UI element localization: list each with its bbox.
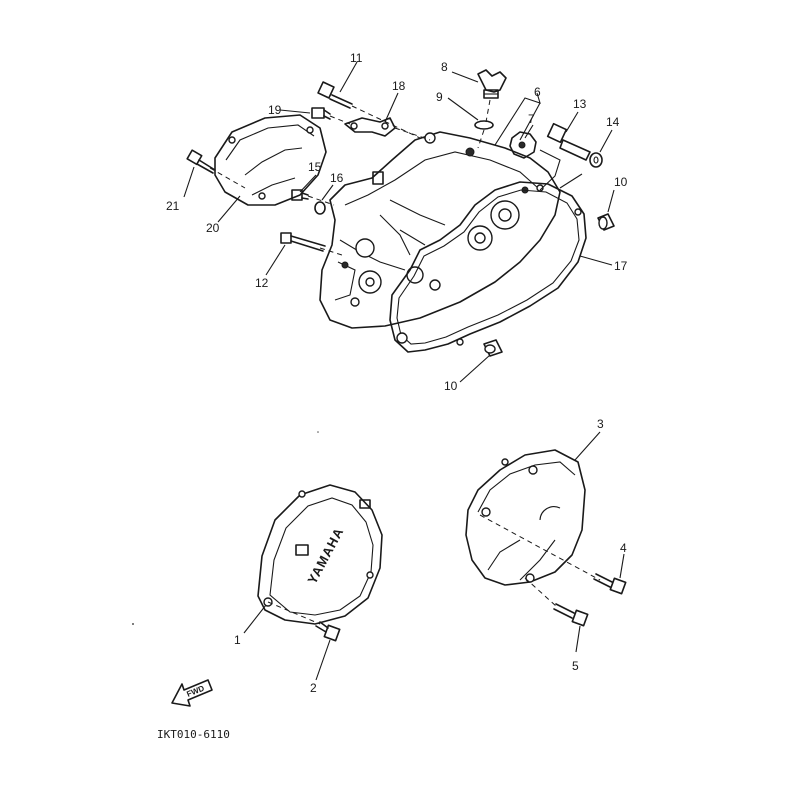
callout-3: 3 [597,417,604,431]
callout-10-lower: 10 [444,379,458,393]
callout-7: 7 [528,112,535,126]
crankcase-gasket [389,181,587,353]
callout-11: 11 [350,51,363,65]
oil-filler-plug-8 [477,69,507,99]
callout-15: 15 [308,160,322,174]
crankcase [319,131,561,329]
callout-17: 17 [614,259,628,273]
crankcase-cover-3 [465,449,586,586]
callout-16: 16 [330,171,344,185]
bolt-19 [311,107,331,120]
scan-speck [317,431,319,433]
dowel-pin-10-upper [597,213,615,231]
scan-speck [132,623,134,625]
callout-labels: 1 2 3 4 5 6 7 8 9 10 10 11 12 13 14 15 1… [166,51,628,695]
bolt-11 [317,81,353,109]
bolt-5 [553,603,589,627]
gear-7 [509,131,537,159]
bolt-21 [186,149,216,174]
callout-6: 6 [534,85,541,99]
bolt-12 [280,232,326,252]
callout-12: 12 [255,276,269,290]
forward-arrow-icon: FWD [171,679,213,707]
callout-13: 13 [573,97,587,111]
callout-14: 14 [606,115,620,129]
washer-14 [589,152,603,168]
small-cover [214,114,327,206]
callout-8: 8 [441,60,448,74]
leader-lines [183,61,625,681]
callout-5: 5 [572,659,579,673]
bolt-15 [291,189,309,201]
diagram-reference-code: IKT010-6110 [157,728,230,741]
dowel-pin-10-lower [483,339,503,357]
bolt-13 [546,122,591,161]
callout-9: 9 [436,90,443,104]
o-ring-9 [474,120,494,130]
alignment-lines [209,99,601,625]
callout-21: 21 [166,199,180,213]
callout-19: 19 [268,103,282,117]
callout-4: 4 [620,541,627,555]
generator-cover-1: YAMAHA [257,484,383,625]
callout-2: 2 [310,681,317,695]
bracket-18 [344,117,396,137]
bolt-4 [593,573,627,595]
washer-16 [314,201,326,215]
callout-18: 18 [392,79,406,93]
callout-20: 20 [206,221,220,235]
callout-10-upper: 10 [614,175,628,189]
callout-1: 1 [234,633,241,647]
bolt-2 [315,621,341,642]
cover-brand-text: YAMAHA [304,525,346,587]
